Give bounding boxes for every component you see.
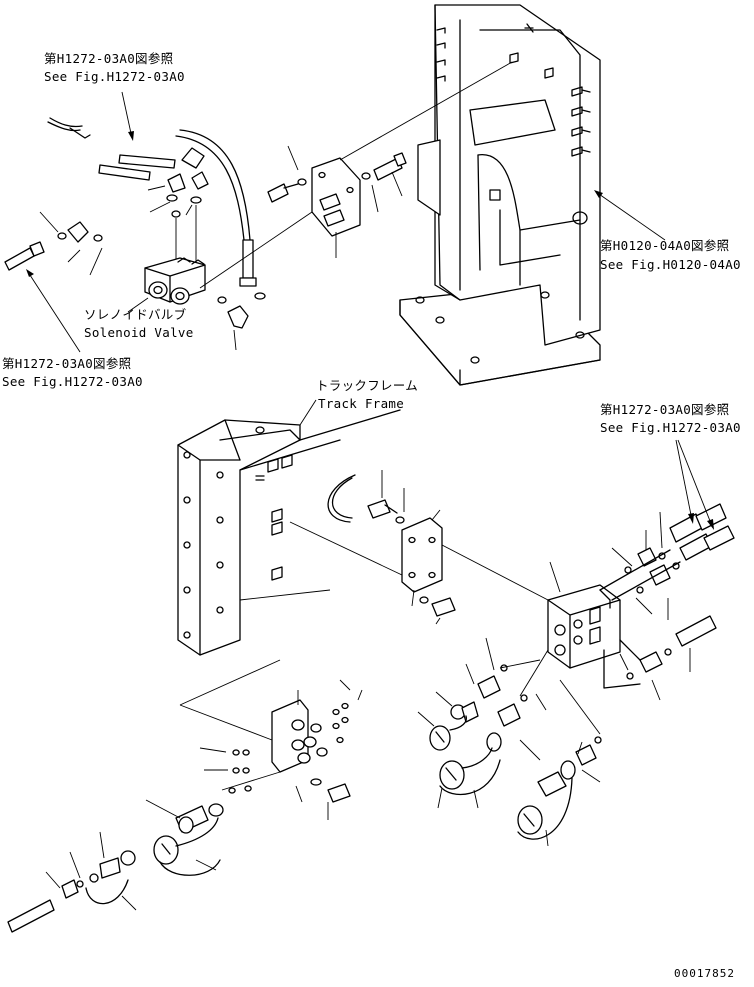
mounting-stand (399, 4, 601, 386)
ref-arrow-top-right (594, 190, 666, 241)
ref-top-left-en: See Fig.H1272-03A0 (44, 69, 185, 84)
ref-mid-left-en: See Fig.H1272-03A0 (2, 374, 143, 389)
junction-block-assembly (417, 503, 735, 847)
track-frame-label-jp: トラックフレーム (316, 378, 419, 393)
solenoid-valve-label-en: Solenoid Valve (84, 325, 194, 340)
ref-arrow-top-left (121, 91, 134, 141)
track-frame-label-en: Track Frame (318, 396, 405, 411)
ref-mid-right-jp: 第H1272-03A0図参照 (600, 402, 730, 417)
ref-mid-right-en: See Fig.H1272-03A0 (600, 420, 741, 435)
ref-top-right-en: See Fig.H0120-04A0 (600, 257, 741, 272)
solenoid-leader (127, 297, 149, 313)
drawing-number: 00017852 (674, 967, 735, 980)
solenoid-valve-label-jp: ソレノイドバルブ (84, 307, 187, 322)
ref-top-right-jp: 第H0120-04A0図参照 (600, 238, 730, 253)
ref-top-left-jp: 第H1272-03A0図参照 (44, 51, 174, 66)
ref-mid-left-jp: 第H1272-03A0図参照 (2, 356, 132, 371)
solenoid-valve-assembly (4, 61, 513, 351)
ref-arrow-mid-left (26, 269, 81, 353)
connector-bracket-assembly (7, 659, 363, 933)
ref-arrow-mid-right (675, 439, 714, 530)
track-frame (177, 409, 549, 656)
track-frame-leader (299, 399, 317, 426)
